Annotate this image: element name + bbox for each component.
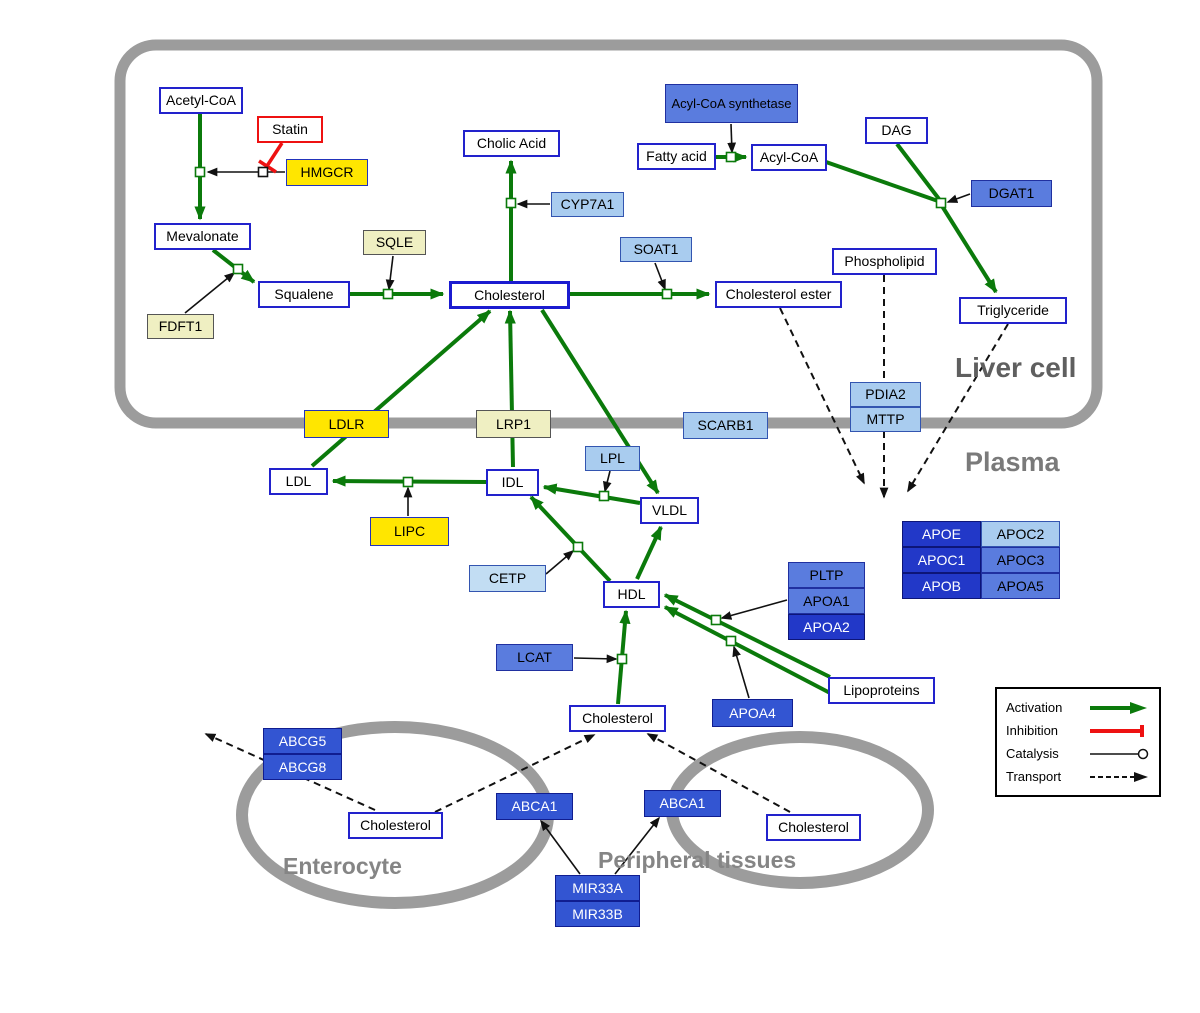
node-apob[interactable]: APOB [902, 573, 981, 599]
node-acyl-coa[interactable]: Acyl-CoA [751, 144, 827, 171]
node-dag[interactable]: DAG [865, 117, 928, 144]
node-cholesterol-peripheral[interactable]: Cholesterol [766, 814, 861, 841]
node-idl[interactable]: IDL [486, 469, 539, 496]
node-lrp1[interactable]: LRP1 [476, 410, 551, 438]
activation-arrow-icon [1090, 701, 1147, 714]
node-apoc3[interactable]: APOC3 [981, 547, 1060, 573]
node-cholesterol-liver[interactable]: Cholesterol [449, 281, 570, 309]
node-lipc[interactable]: LIPC [370, 517, 449, 546]
node-abcg8[interactable]: ABCG8 [263, 754, 342, 780]
node-mevalonate[interactable]: Mevalonate [154, 223, 251, 250]
node-mttp[interactable]: MTTP [850, 407, 921, 432]
catalysis-edges [184, 123, 971, 875]
node-fatty-acid[interactable]: Fatty acid [637, 143, 716, 170]
node-lpl[interactable]: LPL [585, 446, 640, 471]
transport-arrow-icon [1090, 771, 1148, 782]
node-cholic-acid[interactable]: Cholic Acid [463, 130, 560, 157]
node-apoc2[interactable]: APOC2 [981, 521, 1060, 547]
node-abca1-enterocyte[interactable]: ABCA1 [496, 793, 573, 820]
node-apoa1[interactable]: APOA1 [788, 588, 865, 614]
liver-cell-label: Liver cell [955, 352, 1077, 383]
node-mir33a[interactable]: MIR33A [555, 875, 640, 901]
legend-activation-label: Activation [1006, 700, 1063, 715]
node-acetyl-coa[interactable]: Acetyl-CoA [159, 87, 243, 114]
node-apoa4[interactable]: APOA4 [712, 699, 793, 727]
peripheral-tissues-label: Peripheral tissues [598, 847, 797, 873]
node-dgat1[interactable]: DGAT1 [971, 180, 1052, 207]
node-mir33b[interactable]: MIR33B [555, 901, 640, 927]
anchor-squares [194, 151, 947, 665]
node-triglyceride[interactable]: Triglyceride [959, 297, 1067, 324]
node-squalene[interactable]: Squalene [258, 281, 350, 308]
node-apoe[interactable]: APOE [902, 521, 981, 547]
node-vldl[interactable]: VLDL [640, 497, 699, 524]
legend-transport-label: Transport [1006, 769, 1062, 784]
node-cyp7a1[interactable]: CYP7A1 [551, 192, 624, 217]
node-pltp[interactable]: PLTP [788, 562, 865, 588]
liver-cell-membrane [114, 39, 1103, 429]
node-phospholipid[interactable]: Phospholipid [832, 248, 937, 275]
node-abca1-peripheral[interactable]: ABCA1 [644, 790, 721, 817]
legend-inhibition-label: Inhibition [1006, 723, 1059, 738]
node-acyl-coa-synthetase[interactable]: Acyl-CoA synthetase [665, 84, 798, 123]
legend-row-transport: Transport [1006, 765, 1150, 788]
inhibition-edge [258, 142, 284, 174]
node-cetp[interactable]: CETP [469, 565, 546, 592]
node-apoa5[interactable]: APOA5 [981, 573, 1060, 599]
node-pdia2[interactable]: PDIA2 [850, 382, 921, 407]
node-cholesterol-ester[interactable]: Cholesterol ester [715, 281, 842, 308]
node-scarb1[interactable]: SCARB1 [683, 412, 768, 439]
legend-row-activation: Activation [1006, 696, 1150, 719]
node-cholesterol-enterocyte[interactable]: Cholesterol [348, 812, 443, 839]
transport-edges [204, 275, 1009, 813]
node-soat1[interactable]: SOAT1 [620, 237, 692, 262]
node-lcat[interactable]: LCAT [496, 644, 573, 671]
legend: Activation Inhibition Catalysis Transpor… [995, 687, 1161, 797]
node-cholesterol-plasma[interactable]: Cholesterol [569, 705, 666, 732]
catalysis-circle-icon [1090, 748, 1149, 759]
node-ldl[interactable]: LDL [269, 468, 328, 495]
inhibition-bar-icon [1090, 724, 1144, 737]
node-ldlr[interactable]: LDLR [304, 410, 389, 438]
legend-row-catalysis: Catalysis [1006, 742, 1150, 765]
node-sqle[interactable]: SQLE [363, 230, 426, 255]
activation-edges [194, 113, 998, 705]
plasma-label: Plasma [965, 447, 1060, 477]
node-statin[interactable]: Statin [257, 116, 323, 143]
legend-catalysis-label: Catalysis [1006, 746, 1059, 761]
enterocyte-label: Enterocyte [283, 853, 402, 879]
node-fdft1[interactable]: FDFT1 [147, 314, 214, 339]
node-abcg5[interactable]: ABCG5 [263, 728, 342, 754]
node-apoa2[interactable]: APOA2 [788, 614, 865, 640]
node-lipoproteins[interactable]: Lipoproteins [828, 677, 935, 704]
node-hdl[interactable]: HDL [603, 581, 660, 608]
legend-row-inhibition: Inhibition [1006, 719, 1150, 742]
inhibition-anchor-square [257, 166, 269, 178]
node-apoc1[interactable]: APOC1 [902, 547, 981, 573]
node-hmgcr[interactable]: HMGCR [286, 159, 368, 186]
